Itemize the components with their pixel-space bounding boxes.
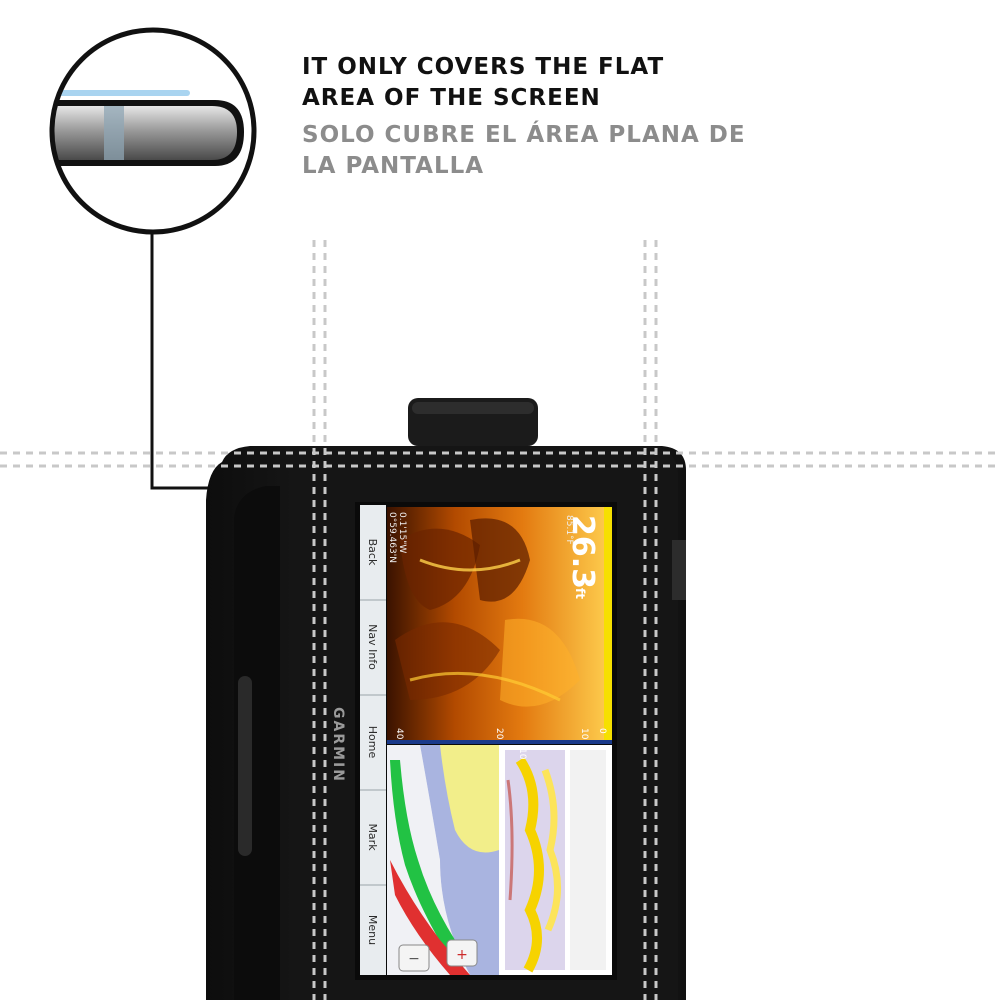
position-line-2: 0°59.463'N (387, 512, 397, 563)
soft-key-strip (360, 505, 386, 975)
position-line-1: 0.1'15"W (397, 512, 407, 553)
scale-tick-10: 10 (579, 728, 589, 740)
headline-english-line-1: IT ONLY COVERS THE FLAT (302, 54, 665, 80)
zoom-detail (49, 27, 257, 235)
headline-spanish-line-1: SOLO CUBRE EL ÁREA PLANA DE (302, 122, 746, 148)
map-land (440, 745, 499, 853)
guide-lines (0, 240, 1000, 1000)
headline: IT ONLY COVERS THE FLAT AREA OF THE SCRE… (302, 52, 902, 182)
headline-english: IT ONLY COVERS THE FLAT AREA OF THE SCRE… (302, 52, 902, 114)
scale-tick-20: 20 (494, 728, 504, 740)
zoom-in-icon: + (456, 947, 468, 963)
headline-spanish-line-2: LA PANTALLA (302, 153, 485, 179)
soft-key-back[interactable]: Back (366, 539, 379, 566)
depth-scale-bar (604, 507, 612, 743)
flat-area-marker (104, 106, 124, 160)
soft-key-home[interactable]: Home (366, 726, 379, 759)
depth-readout: 26.3 (565, 515, 600, 589)
side-button (238, 676, 252, 856)
headline-spanish: SOLO CUBRE EL ÁREA PLANA DE LA PANTALLA (302, 120, 902, 182)
scale-tick-10-lower: 10 (517, 748, 527, 760)
zoom-out-icon: − (408, 951, 420, 967)
knob-highlight (412, 402, 534, 414)
temp-readout: 85.1°F (564, 515, 574, 545)
map-zoom-in-button[interactable] (446, 939, 478, 967)
protector-film (52, 90, 190, 96)
fish-finder-device: Back Nav Info Home Mark Menu GARMIN 26.3… (206, 398, 686, 1000)
soft-key-menu[interactable]: Menu (366, 915, 379, 945)
scale-tick-0: 0 (597, 728, 607, 734)
headline-english-line-2: AREA OF THE SCREEN (302, 85, 601, 111)
brand-logo: GARMIN (330, 707, 346, 783)
sonar-pane-bottom: 10 (499, 745, 612, 975)
side-port (672, 540, 686, 600)
map-shoal-green (390, 760, 455, 950)
soft-key-nav-info[interactable]: Nav Info (366, 624, 379, 670)
map-zoom-out-button[interactable] (398, 944, 430, 972)
screen-edge-glass (52, 106, 237, 160)
map-pane: + − (387, 745, 499, 975)
depth-unit: ft (573, 588, 587, 599)
scale-tick-40: 40 (394, 728, 404, 740)
sonar-pane-top: 26.3 ft 85.1°F 0.1'15"W 0°59.463'N 40 20… (387, 507, 612, 744)
soft-keys: Back Nav Info Home Mark Menu (360, 539, 386, 945)
side-grip (234, 486, 280, 1000)
soft-key-mark[interactable]: Mark (366, 823, 379, 851)
